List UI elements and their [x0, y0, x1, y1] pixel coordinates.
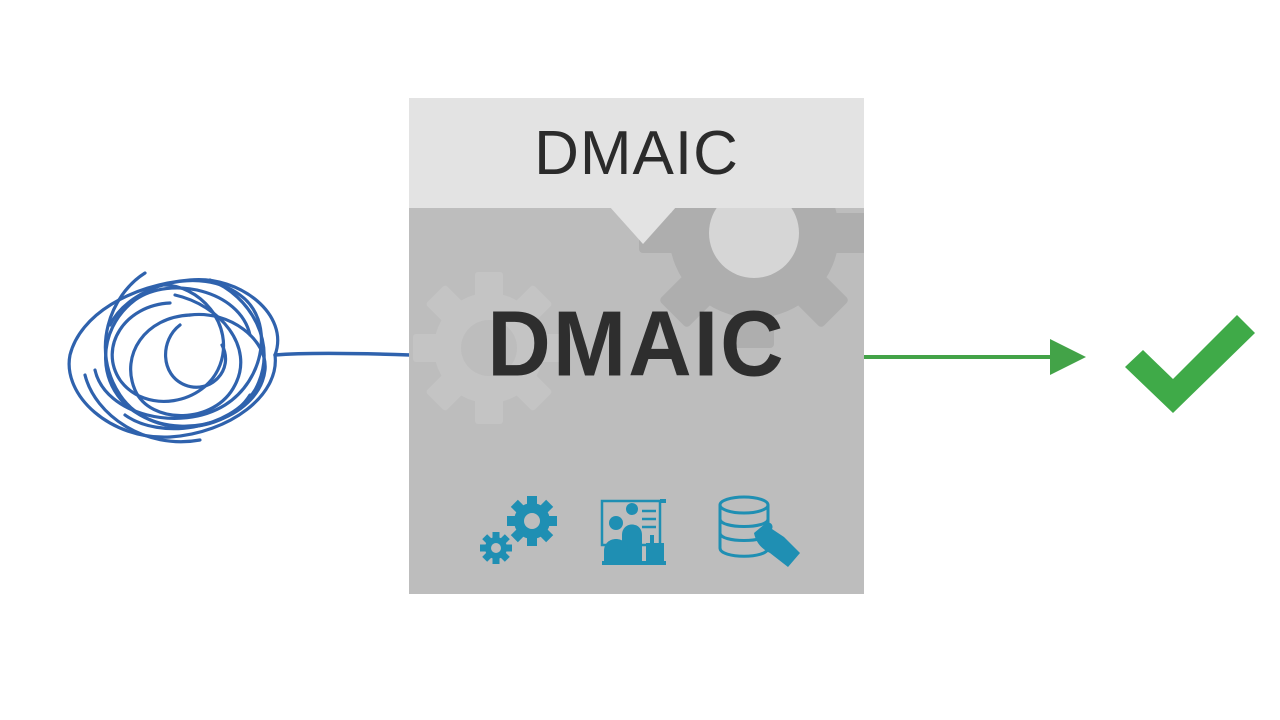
- checkmark-icon: [1125, 315, 1255, 413]
- team-presentation-icon: [600, 499, 666, 565]
- header-title: DMAIC: [534, 119, 739, 188]
- database-hand-icon: [718, 495, 800, 567]
- card-header: [409, 98, 864, 208]
- background-gear-small-icon: [413, 272, 565, 424]
- dmaic-card: DMAIC DMAIC: [409, 98, 864, 594]
- arrow-right-icon: [864, 339, 1086, 375]
- card-header-pointer: [609, 206, 677, 244]
- tangled-problem-scribble: [67, 271, 412, 444]
- main-title: DMAIC: [487, 291, 786, 396]
- gears-icon: [480, 496, 557, 564]
